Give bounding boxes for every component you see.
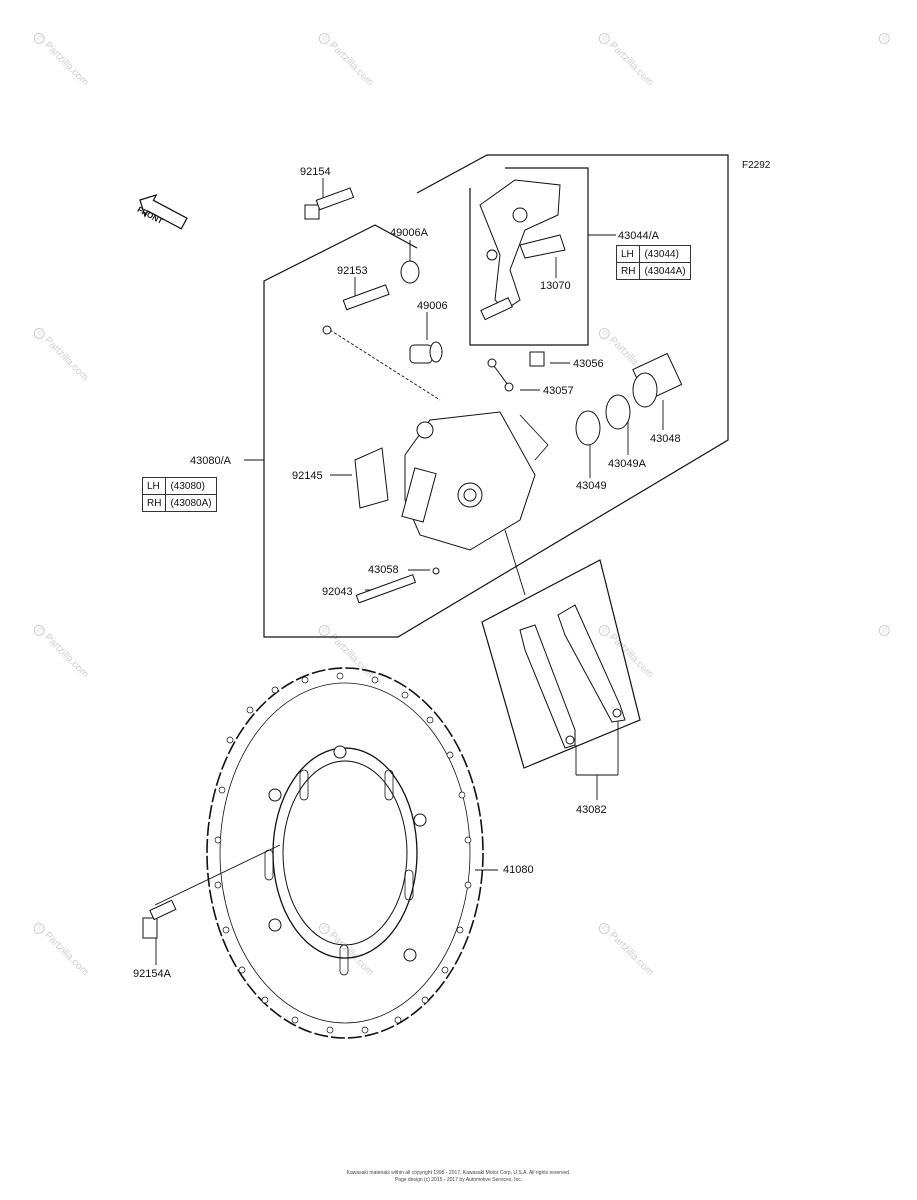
seal-43049a-icon — [605, 394, 631, 430]
caliper-holder-43044-icon — [479, 179, 561, 321]
part-cell: (43044A) — [639, 262, 691, 280]
table-row: RH (43080A) — [141, 494, 217, 512]
copyright-footer: Kawasaki materials within all copyright … — [346, 1170, 571, 1176]
part-label-41080: 41080 — [503, 864, 534, 876]
table-row: LH (43044) — [615, 245, 691, 263]
design-credit-footer: Page design (c) 2015 - 2017 by Automotiv… — [394, 1177, 523, 1183]
side-cell: RH — [615, 262, 641, 280]
seal-43049-icon — [575, 410, 601, 446]
clip-13070-icon — [519, 234, 566, 259]
part-label-92153: 92153 — [337, 265, 368, 277]
table-row: RH (43044A) — [615, 262, 691, 280]
part-43058-icon — [432, 567, 440, 575]
part-cell: (43080A) — [165, 494, 217, 512]
pad-boundary — [481, 559, 641, 769]
part-label-43056: 43056 — [573, 358, 604, 370]
part-label-43044a: 43044/A — [618, 230, 659, 242]
part-label-43082: 43082 — [576, 804, 607, 816]
cap-43057-icon — [487, 358, 514, 392]
part-label-49006a: 49006A — [390, 227, 428, 239]
variant-table-caliper-holder: LH (43044) RH (43044A) — [615, 245, 691, 280]
side-cell: LH — [141, 477, 167, 495]
part-label-92145: 92145 — [292, 470, 323, 482]
holder-boundary — [469, 167, 589, 346]
bleeder-43056-icon — [529, 351, 545, 367]
variant-table-caliper-assy: LH (43080) RH (43080A) — [141, 477, 217, 512]
caliper-body-43080-icon — [401, 411, 536, 551]
bolt-92154a-icon — [142, 899, 177, 939]
part-label-92154a: 92154A — [133, 968, 171, 980]
piston-43048-icon — [632, 352, 683, 408]
front-arrow-icon — [139, 194, 188, 230]
brake-pad-43082-icon — [519, 604, 626, 749]
part-cell: (43080) — [165, 477, 217, 495]
spring-92145-icon — [354, 447, 389, 509]
part-label-13070: 13070 — [540, 280, 571, 292]
side-cell: RH — [141, 494, 167, 512]
part-cell: (43044) — [639, 245, 691, 263]
part-label-92154: 92154 — [300, 166, 331, 178]
brake-disc-41080-icon — [206, 667, 484, 1039]
part-label-43058: 43058 — [368, 564, 399, 576]
part-label-49006: 49006 — [417, 300, 448, 312]
part-label-43048: 43048 — [650, 433, 681, 445]
assembly-boundary — [263, 154, 729, 638]
table-row: LH (43080) — [141, 477, 217, 495]
part-label-43049: 43049 — [576, 480, 607, 492]
part-label-92043: 92043 — [322, 586, 353, 598]
part-label-43049a: 43049A — [608, 458, 646, 470]
part-label-43057: 43057 — [543, 385, 574, 397]
side-cell: LH — [615, 245, 641, 263]
bushing-49006-icon — [409, 341, 443, 364]
bushing-49006a-icon — [400, 260, 420, 284]
diagram-ref-code: F2292 — [742, 160, 771, 171]
part-label-43080a: 43080/A — [190, 455, 231, 467]
pin-92043-icon — [355, 574, 417, 604]
pin-92153-icon — [322, 284, 390, 335]
bolt-92154-icon — [304, 187, 355, 220]
